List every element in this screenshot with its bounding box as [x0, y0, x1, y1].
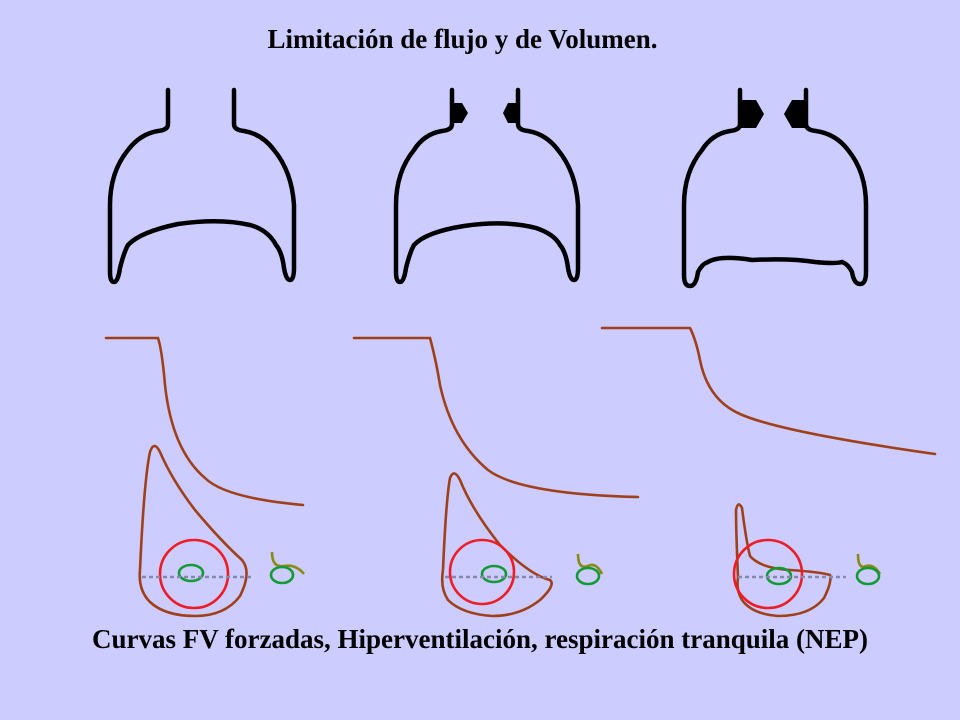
flow-volume-loops-marked: [732, 503, 882, 618]
slide-title: Limitación de flujo y de Volumen.: [267, 24, 658, 54]
lung-outline-right: [231, 87, 297, 283]
lung-outline-left: [107, 87, 171, 285]
lung-diagram-partial: [393, 87, 581, 285]
volume-time-curve-normal: [104, 336, 305, 507]
obstruction-right: [784, 100, 807, 128]
flow-volume-loops-partial: [440, 472, 604, 618]
lung-outline-left: [393, 87, 455, 285]
diaphragm: [411, 221, 563, 248]
forced-fv-loop: [440, 472, 553, 618]
lung-outline-right: [515, 87, 581, 283]
volume-time-curve-partial: [352, 336, 640, 499]
lung-outline-left: [681, 87, 743, 289]
nep-loop: [575, 553, 604, 586]
nep-loop: [269, 551, 306, 585]
forced-fv-loop: [734, 503, 832, 618]
volume-time-curve-marked: [600, 326, 937, 456]
diaphragm: [705, 255, 845, 266]
hyperventilation-loop: [732, 538, 804, 610]
obstruction-right: [503, 103, 519, 123]
lung-diagram-marked: [681, 87, 869, 289]
lung-outline-right: [803, 87, 869, 287]
hyperventilation-loop: [448, 538, 516, 606]
forced-fv-loop: [138, 444, 248, 618]
airway-obstruction-marked: [739, 100, 807, 128]
tidal-loop: [480, 564, 508, 584]
slide-caption: Curvas FV forzadas, Hiperventilación, re…: [92, 624, 868, 654]
hyperventilation-loop: [158, 538, 230, 610]
nep-loop: [855, 553, 882, 586]
obstruction-left: [739, 100, 764, 128]
tidal-loop: [177, 563, 205, 583]
obstruction-left: [451, 103, 468, 123]
airway-obstruction-partial: [451, 103, 519, 123]
diaphragm: [125, 218, 279, 248]
lung-diagram-normal: [107, 87, 297, 285]
flow-volume-loops-normal: [138, 444, 306, 618]
